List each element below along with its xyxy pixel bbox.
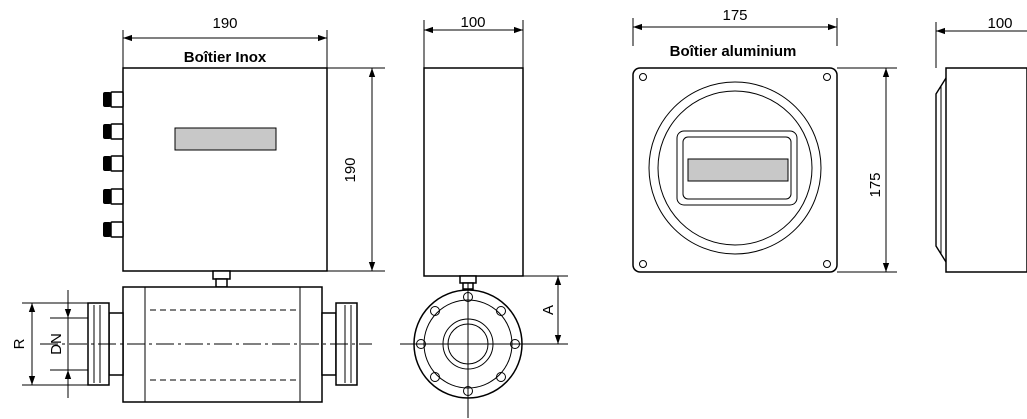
dim-alu-depth-label: 100: [987, 15, 1012, 32]
cable-gland: [103, 155, 124, 172]
inox-display: [174, 127, 277, 151]
dim-A: A: [476, 275, 568, 345]
cable-glands: [103, 91, 124, 238]
alu-title: Boîtier aluminium: [670, 43, 797, 60]
cable-gland: [103, 123, 124, 140]
dim-inox-depth-label: 100: [460, 14, 485, 31]
dim-alu-width: 175: [632, 7, 838, 46]
dim-DN: DN: [48, 290, 88, 398]
dim-alu-height: 175: [837, 67, 897, 273]
inox-housing-front: [103, 67, 328, 272]
cable-gland: [103, 91, 124, 108]
flange-end-view: [400, 283, 536, 418]
dim-inox-height: 190: [327, 67, 385, 272]
dim-inox-width: 190: [122, 15, 328, 68]
cable-gland: [103, 188, 124, 205]
dim-inox-height-label: 190: [342, 157, 359, 182]
dim-R-label: R: [11, 338, 28, 349]
dim-inox-width-label: 190: [212, 15, 237, 32]
alu-housing-front: [632, 67, 838, 273]
alu-display: [687, 158, 789, 182]
inox-neck: [212, 270, 231, 288]
dim-alu-height-label: 175: [867, 172, 884, 197]
dim-A-label: A: [540, 305, 557, 315]
alu-housing-side: [935, 67, 1027, 273]
dim-R: R: [11, 302, 88, 386]
cable-gland: [103, 221, 124, 238]
inox-title: Boîtier Inox: [184, 49, 267, 66]
dim-inox-depth: 100: [423, 14, 524, 68]
flow-tube-side: [40, 286, 372, 403]
dim-alu-depth: 100: [935, 15, 1027, 68]
dim-DN-label: DN: [48, 333, 65, 355]
left-threaded-end: [87, 302, 124, 386]
inox-housing-side: [423, 67, 524, 290]
dim-alu-width-label: 175: [722, 7, 747, 24]
